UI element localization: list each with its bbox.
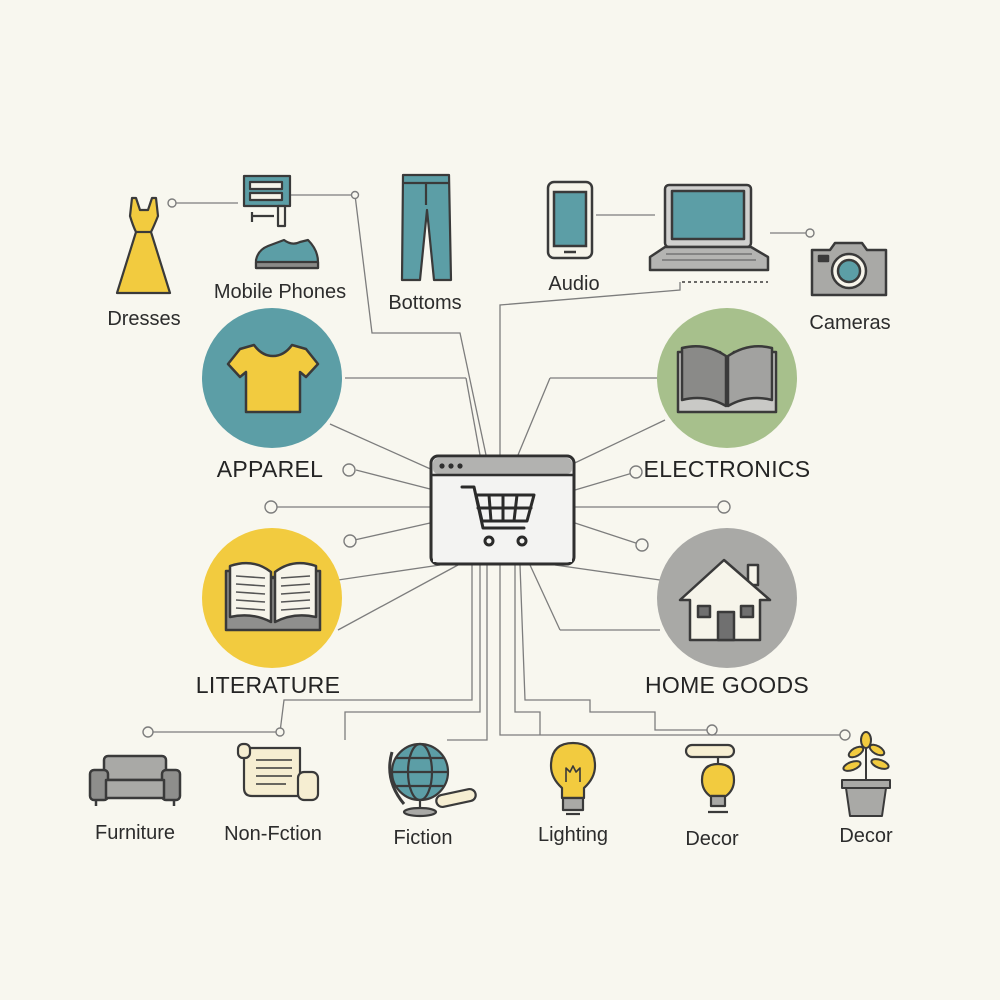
category-label-home-goods: HOME GOODS xyxy=(644,672,810,698)
connector-lines xyxy=(148,194,845,741)
item-label-mobile-phones[interactable]: Mobile Phones xyxy=(213,281,347,303)
potted-plant-icon[interactable] xyxy=(841,731,891,817)
smartphone-icon[interactable] xyxy=(546,180,594,260)
category-circle-electronics[interactable] xyxy=(657,308,797,448)
t-shirt-icon xyxy=(226,343,320,414)
house-icon xyxy=(678,558,772,642)
item-label-bottoms[interactable]: Bottoms xyxy=(388,292,462,314)
phone-parts-and-sneaker-icon[interactable] xyxy=(242,174,320,270)
camera-icon[interactable] xyxy=(810,241,888,297)
laptop-icon[interactable] xyxy=(648,183,770,283)
open-book-icon xyxy=(676,345,778,414)
jeans-icon[interactable] xyxy=(400,173,453,282)
item-label-decor-lamp[interactable]: Decor xyxy=(685,828,739,850)
item-label-non-fiction[interactable]: Non-Fction xyxy=(224,823,322,845)
category-label-literature: LITERATURE xyxy=(195,672,341,698)
category-label-apparel: APPAREL xyxy=(216,456,324,482)
light-bulb-icon[interactable] xyxy=(549,741,597,816)
item-label-lighting[interactable]: Lighting xyxy=(537,824,609,846)
item-label-fiction[interactable]: Fiction xyxy=(393,827,453,849)
scroll-icon[interactable] xyxy=(236,742,320,802)
item-label-decor-plant[interactable]: Decor xyxy=(839,825,893,847)
item-label-dresses[interactable]: Dresses xyxy=(107,308,181,330)
category-circle-literature[interactable] xyxy=(202,528,342,668)
globe-icon[interactable] xyxy=(388,742,477,818)
lamp-decor-icon[interactable] xyxy=(684,743,736,814)
item-label-furniture[interactable]: Furniture xyxy=(94,822,176,844)
category-circle-home-goods[interactable] xyxy=(657,528,797,668)
item-label-cameras[interactable]: Cameras xyxy=(809,312,891,334)
shopping-cart-icon xyxy=(460,485,536,547)
open-book-icon xyxy=(224,561,322,632)
dress-icon[interactable] xyxy=(115,196,172,295)
hub-browser-window[interactable] xyxy=(429,454,576,566)
category-label-electronics: ELECTRONICS xyxy=(643,456,811,482)
sofa-icon[interactable] xyxy=(88,754,182,806)
connector-dots xyxy=(142,190,851,741)
category-circle-apparel[interactable] xyxy=(202,308,342,448)
item-label-audio[interactable]: Audio xyxy=(548,273,600,295)
